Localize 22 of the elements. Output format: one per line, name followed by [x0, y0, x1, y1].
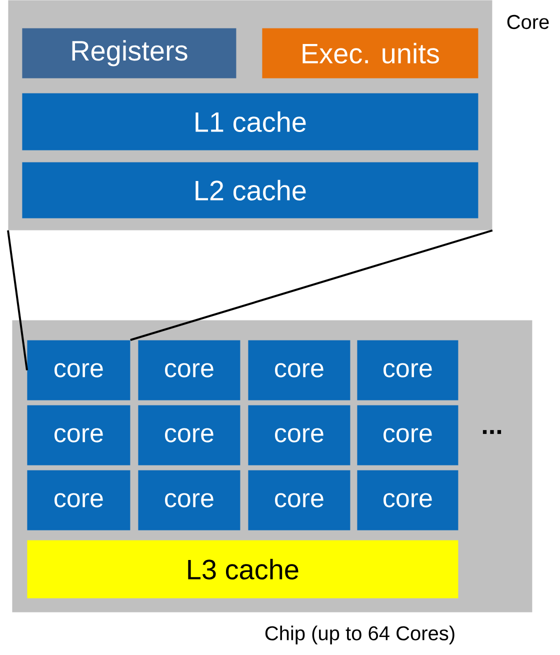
cache-box: L1 cache — [22, 93, 478, 150]
ellipsis: ... — [482, 430, 502, 434]
zoom-line — [7, 230, 28, 370]
unit-box: Registers — [22, 28, 236, 78]
core-box: core — [357, 405, 458, 466]
core-box: core — [27, 405, 130, 466]
core-box: core — [138, 405, 240, 466]
cache-box: L2 cache — [22, 162, 478, 218]
core-box: core — [248, 470, 350, 530]
core-box: core — [27, 340, 130, 400]
node-label: Core — [507, 14, 549, 30]
core-box: core — [138, 340, 240, 400]
core-box: core — [27, 470, 130, 530]
core-box: core — [138, 470, 240, 530]
core-box: core — [248, 405, 350, 466]
node-label: Chip (up to 64 Cores) — [265, 626, 454, 644]
core-box: core — [248, 340, 350, 400]
unit-box: Exec. units — [262, 28, 478, 78]
core-box: core — [357, 340, 458, 400]
zoom-line — [130, 229, 493, 341]
core-box: core — [357, 470, 458, 530]
cache-box: L3 cache — [27, 540, 458, 598]
